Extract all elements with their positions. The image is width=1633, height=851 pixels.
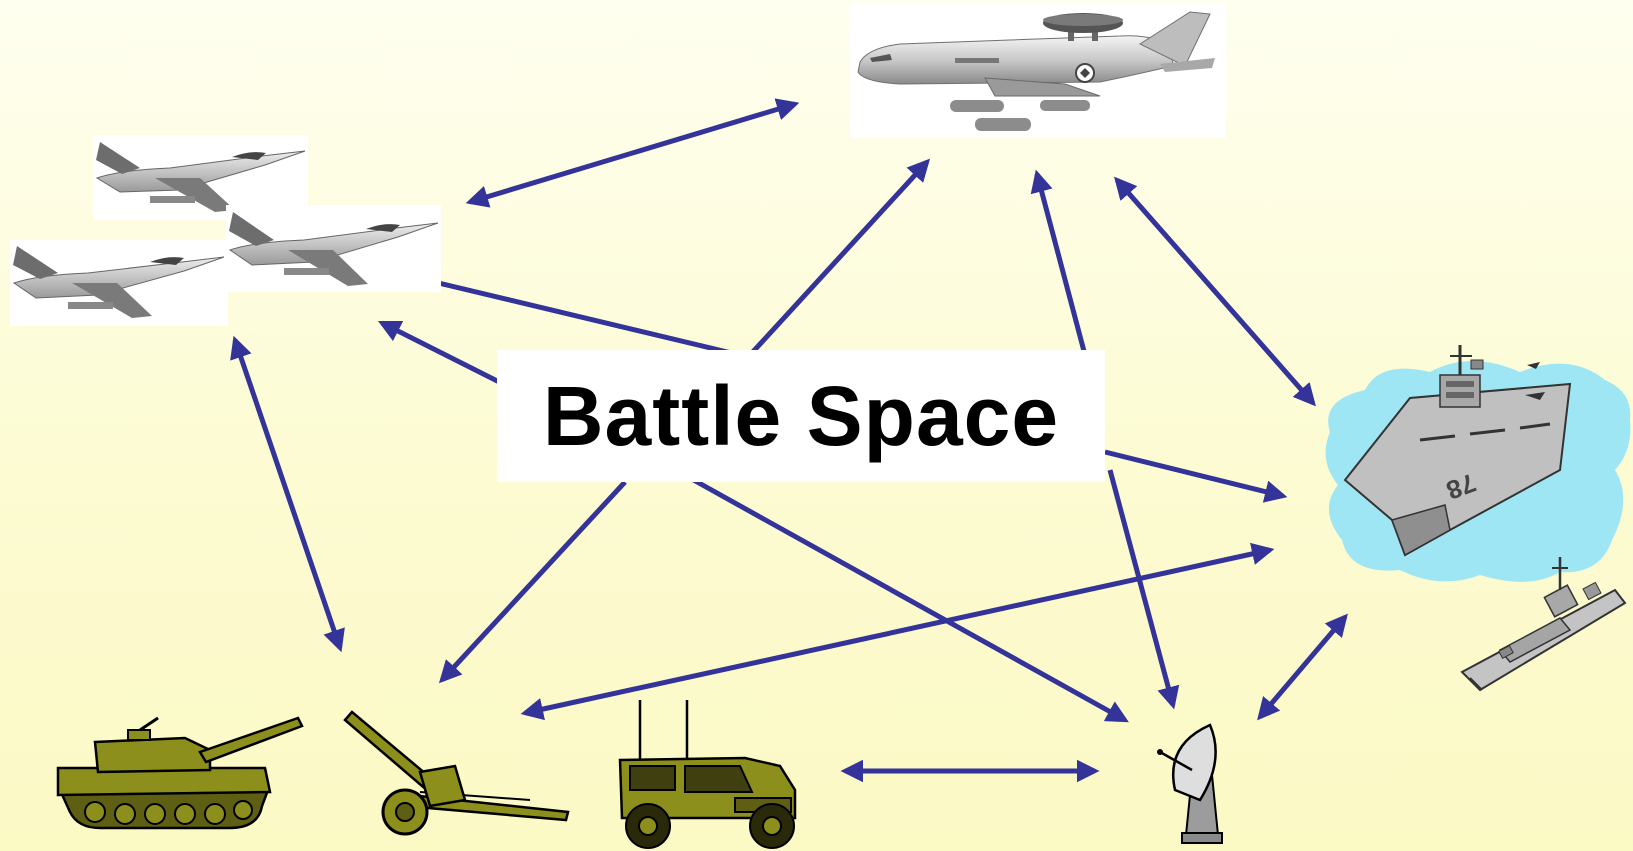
- arrow-fighters-awacs: [465, 98, 800, 208]
- arrow-center-carrier: [1104, 449, 1288, 503]
- awacs-aircraft-icon: [850, 4, 1226, 138]
- fighter-jets-icon: [10, 135, 441, 326]
- arrow-center-radar-left: [688, 475, 1129, 723]
- arrow-radar-destroyer: [1257, 613, 1348, 721]
- tank-icon: [56, 716, 304, 830]
- arrow-carrier-ground: [520, 542, 1275, 721]
- arrow-center-radar-right: [1107, 469, 1180, 710]
- arrow-center-awacs-right: [1030, 169, 1088, 356]
- connection-arrows: [230, 98, 1348, 783]
- fighter-jet-right: [226, 205, 441, 292]
- howitzer-icon: [343, 710, 570, 836]
- arrow-awacs-carrier: [1114, 176, 1316, 407]
- battle-space-title: Battle Space: [542, 368, 1060, 463]
- arrow-center-fighters-upper: [400, 268, 741, 358]
- destroyer-ship-icon: [1460, 557, 1627, 692]
- aircraft-carrier-icon: 78: [1325, 345, 1631, 582]
- arrow-fighters-ground: [230, 335, 345, 653]
- radar-dish-icon: [1157, 723, 1223, 844]
- humvee-icon: [618, 700, 797, 849]
- arrow-center-ground: [438, 480, 627, 684]
- battle-space-label-box: Battle Space: [497, 350, 1105, 482]
- arrow-center-awacs-left: [748, 158, 931, 357]
- fighter-jet-left: [10, 240, 228, 326]
